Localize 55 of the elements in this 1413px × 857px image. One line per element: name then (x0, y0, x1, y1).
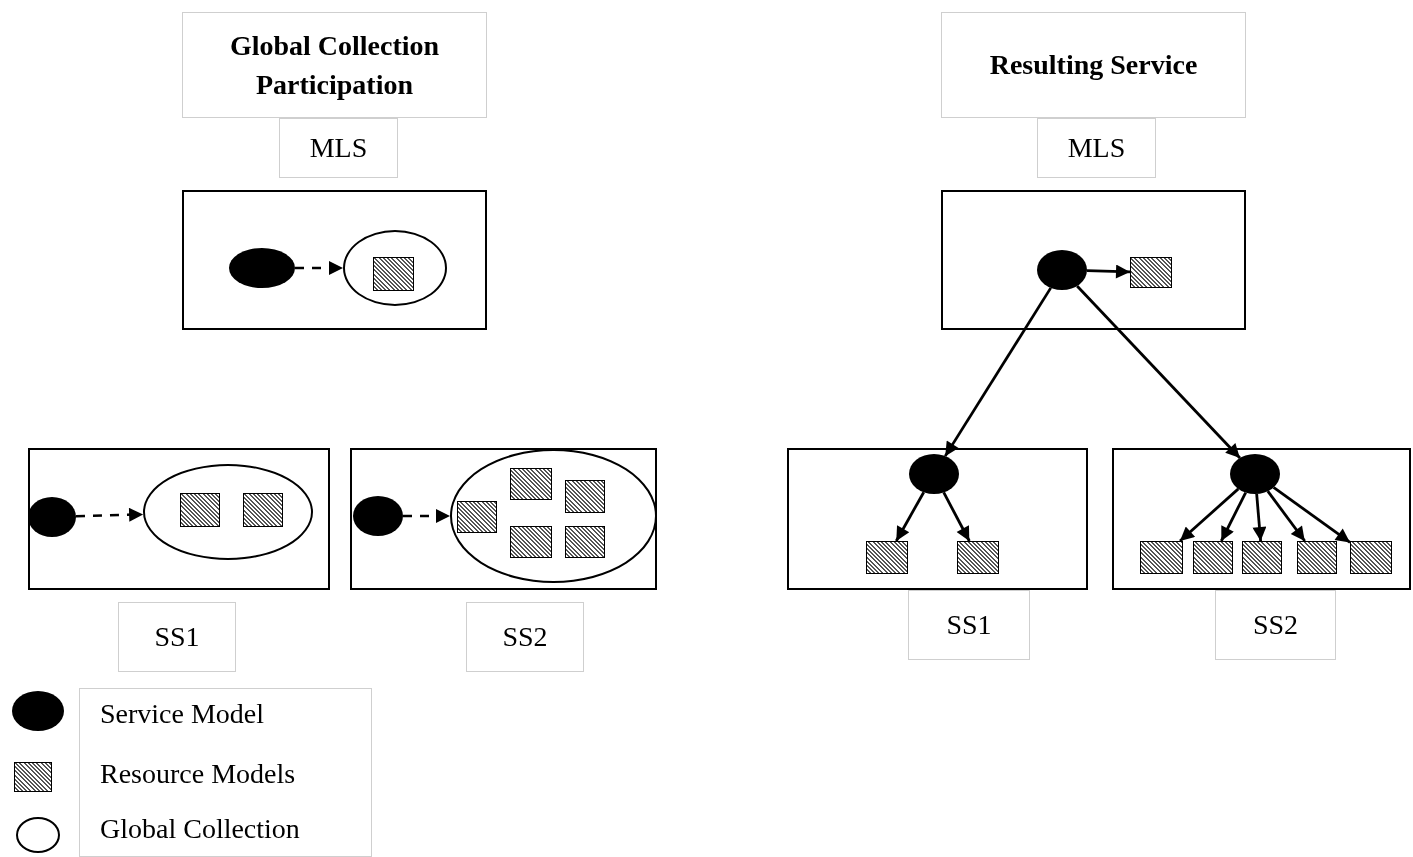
legend-label: Resource Models (100, 758, 296, 790)
section-label: MLS (1037, 118, 1156, 178)
legend-label: Service Model (100, 698, 265, 730)
service-model-oval (1037, 250, 1087, 290)
resource-model-square (1140, 541, 1183, 574)
arrow (1076, 285, 1241, 459)
arrow (1266, 490, 1306, 542)
global-collection-ellipse (143, 464, 313, 560)
resource-model-square (510, 526, 552, 558)
arrow (942, 491, 971, 542)
resource-model-square (510, 468, 552, 500)
arrow (1272, 486, 1351, 544)
resource-model-square (1350, 541, 1392, 574)
arrow (895, 491, 925, 542)
service-model-oval (1230, 454, 1280, 494)
arrow (1086, 264, 1131, 279)
arrow (75, 507, 144, 522)
service-model-oval (229, 248, 295, 288)
arrow (1252, 493, 1267, 542)
resource-model-square (565, 526, 605, 558)
resource-model-square (1242, 541, 1282, 574)
global-collection-ellipse (343, 230, 447, 306)
resource-model-square (866, 541, 908, 574)
arrow (1179, 487, 1240, 543)
container-box (28, 448, 330, 590)
arrow (403, 509, 450, 523)
container-box (1112, 448, 1411, 590)
resource-model-square (373, 257, 414, 291)
section-label: MLS (279, 118, 398, 178)
service-model-oval (909, 454, 959, 494)
section-label: SS1 (908, 590, 1030, 660)
section-label: SS2 (1215, 590, 1336, 660)
title-label: Resulting Service (941, 12, 1246, 118)
container-box (941, 190, 1246, 330)
resource-model-square (1297, 541, 1337, 574)
service-model-oval (353, 496, 403, 536)
resource-model-square (243, 493, 283, 527)
resource-model-square (1193, 541, 1233, 574)
resource-model-square (457, 501, 497, 533)
legend-label: Global Collection (100, 813, 300, 845)
container-box (787, 448, 1088, 590)
section-label: SS1 (118, 602, 236, 672)
container-box (182, 190, 487, 330)
resource-model-square (180, 493, 220, 527)
resource-model-square (957, 541, 999, 574)
section-label: SS2 (466, 602, 584, 672)
global-collection-ellipse (450, 449, 657, 583)
arrow (295, 261, 343, 275)
arrow (944, 287, 1052, 457)
service-model-oval (28, 497, 76, 537)
title-label: Global Collection Participation (182, 12, 487, 118)
arrow (1220, 491, 1247, 542)
resource-model-square (1130, 257, 1172, 288)
container-box (350, 448, 657, 590)
resource-model-square (565, 480, 605, 513)
